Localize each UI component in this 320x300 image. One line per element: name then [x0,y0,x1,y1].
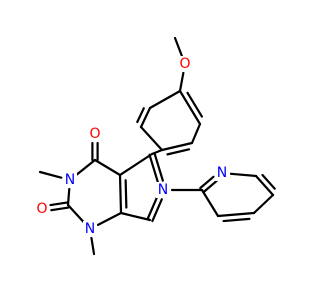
atom-o-c2: O [35,201,49,217]
bond-p4-p5-a [254,174,275,197]
bond-C7-N6-a [151,198,163,223]
bond-C7-N6-b [146,196,159,221]
atom-label: O [179,56,190,72]
bond-a5-a6-b [136,107,145,124]
atom-label: N [65,172,75,188]
bond-Cme-O_methoxy [173,36,183,57]
atom-label-background [178,56,192,72]
atom-label: N [217,165,227,181]
atom-label: N [158,182,168,198]
bond-N1-C7a [96,211,123,226]
bond-a2-a3 [190,122,202,145]
bond-C7a-C4a-a [118,173,123,215]
atom-o-c4: O [88,126,102,142]
bond-C7a-C7 [119,211,152,222]
bond-N_pyridine-p4 [229,172,258,178]
bond-C5-C4a [118,152,154,177]
bond-p6-p1-a [216,211,256,218]
atom-n-pyridine: N [215,165,229,181]
atom-label: O [36,201,47,217]
atom-label-background [35,201,49,217]
bond-a1-a2-b [186,91,204,118]
bond-a3-a4-b [166,148,191,156]
atom-label-background [88,126,102,142]
atom-label-background [156,182,170,198]
chemical-structure: O O O N N N N [35,36,276,256]
atom-n3: N [63,172,77,188]
bond-C7a-C4a-b [124,179,128,209]
atom-label-background [63,172,77,188]
bond-C4-N3 [75,158,97,176]
bond-a6-a1 [148,89,182,110]
atom-label-background [83,221,97,237]
bond-N1-CmeN1 [90,236,96,256]
bond-a3-a4-a [160,141,194,152]
bond-C2-N1 [66,203,86,224]
atom-o-methoxy: O [178,56,192,72]
bond-C5-N6-b [153,152,164,182]
bond-C4a-C4 [93,158,122,177]
bond-a4-a5 [139,125,164,152]
bond-N3-CmeN3 [38,170,63,179]
bond-C2-O_c2-a [49,201,69,207]
bond-a1-a2-a [178,89,202,126]
atom-n6: N [156,182,170,198]
bond-a5-a6-a [139,106,152,129]
bond-C5-N6-a [148,153,159,184]
bond-p4-p5-b [261,173,276,190]
bond-p5-p6 [252,193,275,215]
atom-label: O [89,126,100,142]
bond-p2-N_pyridine-a [202,179,218,194]
atom-label-background [215,165,229,181]
atom-label: N [85,221,95,237]
bond-C2-O_c2-b [50,206,70,212]
bond-p2-N_pyridine-b [199,175,215,190]
bond-O_methoxy-a1 [178,71,185,93]
bond-p6-p1-b [222,217,251,223]
atom-n1: N [83,221,97,237]
bond-p1-p2 [200,188,220,218]
